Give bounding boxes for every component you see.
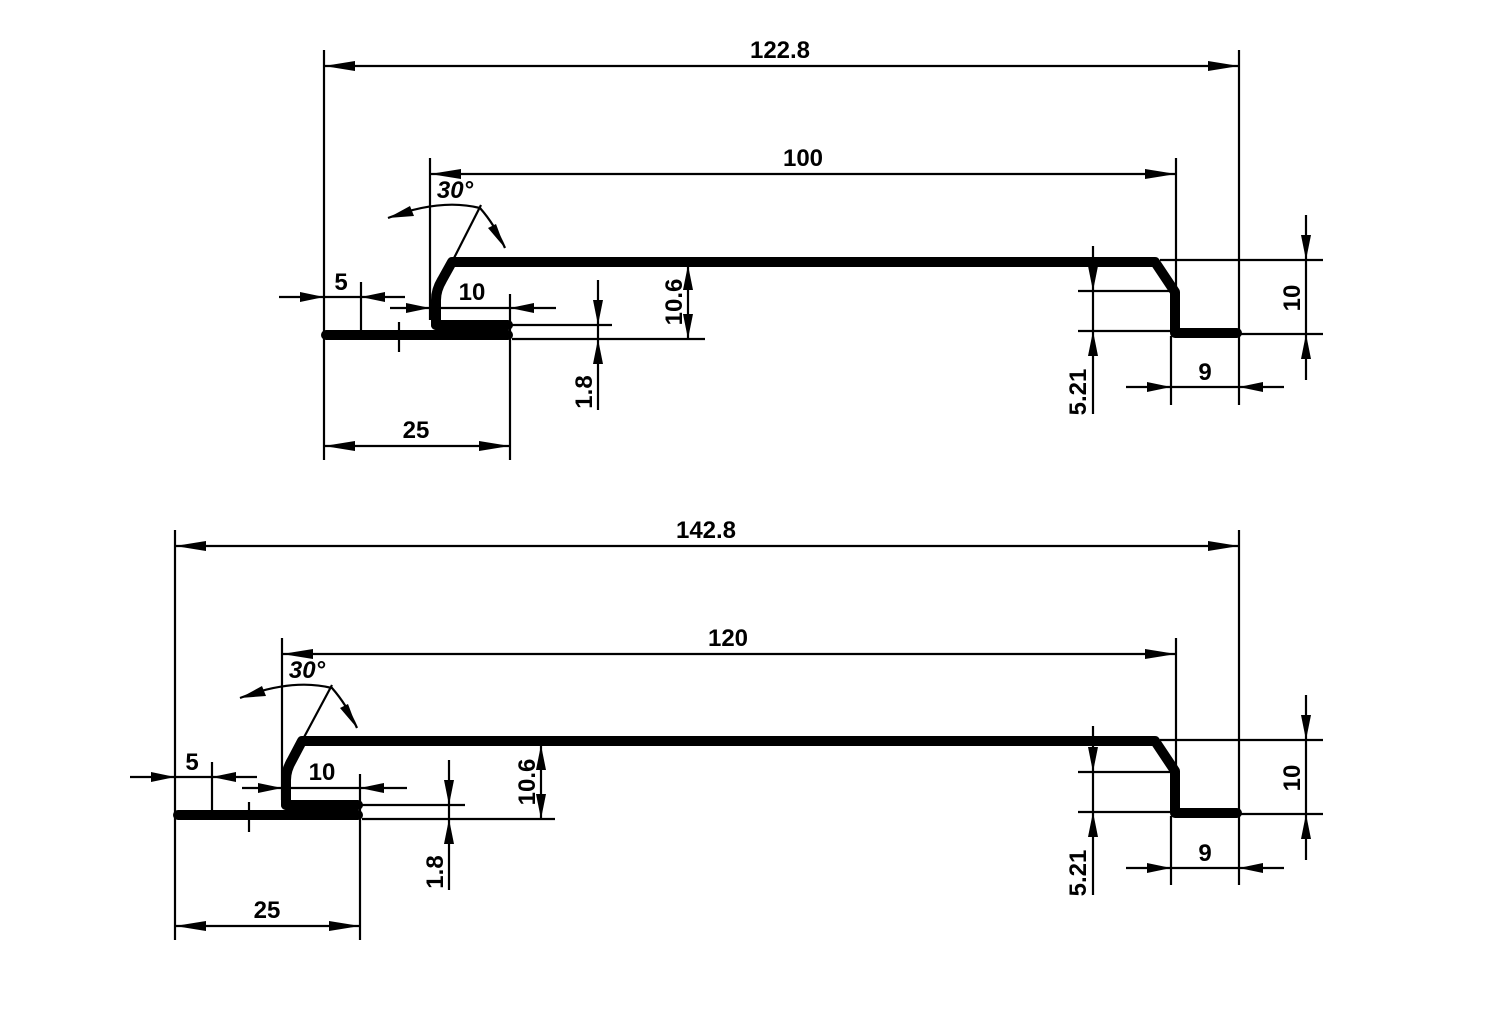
dim-angle: 30° (437, 177, 474, 204)
dim-inner-span: 120 (708, 625, 748, 652)
dim-inner-span: 100 (783, 145, 823, 172)
dim-hem-length: 10 (459, 279, 486, 306)
dim-left-flange: 25 (254, 897, 281, 924)
profile-bottom: 142.8 120 30° 5 10 25 (130, 517, 1323, 940)
dim-left-flange: 25 (403, 417, 430, 444)
dim-height: 10.6 (661, 279, 688, 326)
profile-top-shape (321, 257, 1242, 340)
dim-overall-width: 142.8 (676, 517, 736, 544)
dim-left-offset: 5 (185, 749, 198, 776)
dim-right-step: 5.21 (1065, 369, 1092, 416)
profile-top: 122.8 100 30° 5 10 25 (279, 37, 1323, 460)
profile-bottom-shape (173, 736, 1242, 820)
dim-angle: 30° (289, 657, 326, 684)
dim-hem-length: 10 (309, 759, 336, 786)
dim-overall-width: 122.8 (750, 37, 810, 64)
dim-right-flange: 9 (1198, 359, 1211, 386)
dim-right-height: 10 (1279, 285, 1306, 312)
dim-thickness: 1.8 (422, 855, 449, 888)
dim-right-step: 5.21 (1065, 850, 1092, 897)
dim-height: 10.6 (514, 759, 541, 806)
dim-thickness: 1.8 (571, 375, 598, 408)
dim-left-offset: 5 (334, 269, 347, 296)
dim-right-flange: 9 (1198, 840, 1211, 867)
dim-right-height: 10 (1279, 765, 1306, 792)
